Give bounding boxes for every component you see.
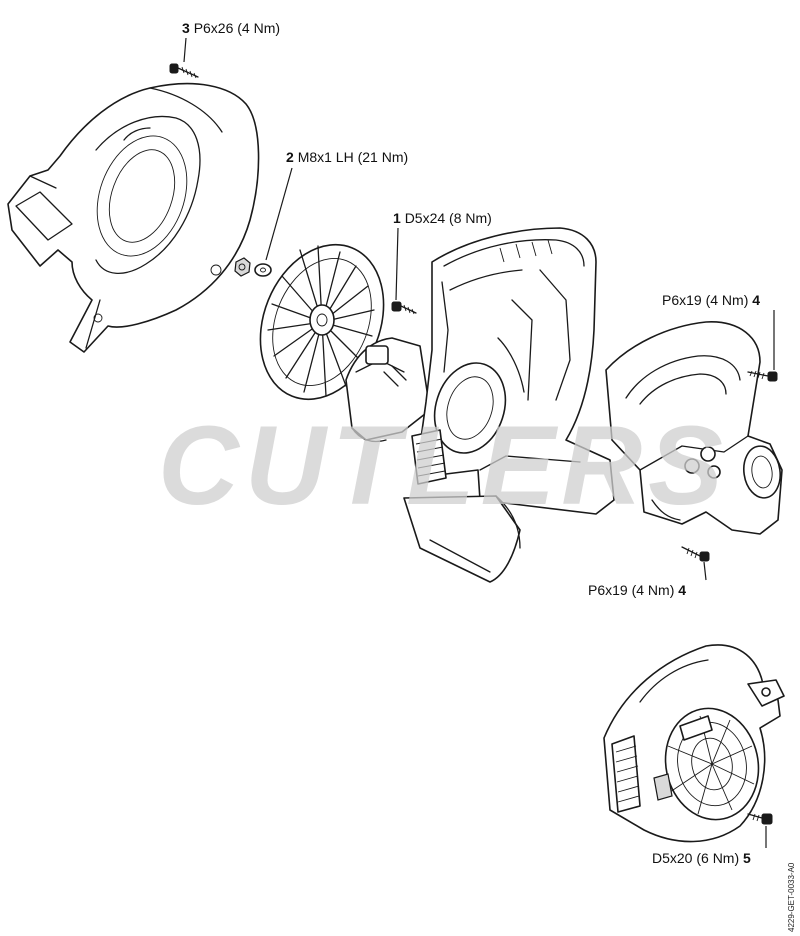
callout-1: 1 D5x24 (8 Nm) — [393, 210, 492, 226]
outlet-nozzle — [403, 495, 521, 583]
callout-spec: P6x19 (4 Nm) — [662, 292, 749, 308]
callout-number: 5 — [743, 850, 751, 866]
callout-number: 4 — [752, 292, 761, 308]
engine-housing — [417, 227, 615, 515]
watermark: CUTLERS — [158, 403, 729, 528]
callout-2: 2 M8x1 LH (21 Nm) — [286, 149, 408, 165]
callout-number: 4 — [678, 582, 687, 598]
callout-3: 3 P6x26 (4 Nm) — [182, 20, 280, 36]
screw-p6x19-bottom — [681, 546, 710, 562]
screw-d5x24 — [391, 301, 417, 315]
screw-d5x20 — [747, 813, 773, 825]
washer — [254, 263, 272, 277]
callout-spec: P6x19 (4 Nm) — [588, 582, 675, 598]
figure-code: 4229-GET-0033-A0 — [787, 862, 796, 932]
callout-spec: D5x24 (8 Nm) — [404, 210, 492, 226]
callout-4-bottom: P6x19 (4 Nm) 4 — [588, 582, 686, 598]
fan-cover — [603, 644, 785, 843]
callout-4-top: P6x19 (4 Nm) 4 — [662, 292, 760, 308]
screw-p6x19-top — [747, 370, 778, 382]
callout-spec: P6x26 (4 Nm) — [193, 20, 281, 36]
callout-spec: M8x1 LH (21 Nm) — [297, 149, 409, 165]
nut-m8x1 — [234, 257, 251, 277]
callout-number: 1 — [393, 210, 401, 226]
callout-5: D5x20 (6 Nm) 5 — [652, 850, 751, 866]
callout-number: 2 — [286, 149, 294, 165]
blower-housing — [7, 82, 260, 353]
screw-p6x26 — [169, 63, 199, 79]
fan-shroud — [345, 337, 431, 443]
vent-grille — [411, 429, 447, 485]
callout-number: 3 — [182, 20, 190, 36]
callout-spec: D5x20 (6 Nm) — [652, 850, 740, 866]
impeller-fan — [259, 243, 385, 401]
handle-housing — [605, 321, 783, 535]
